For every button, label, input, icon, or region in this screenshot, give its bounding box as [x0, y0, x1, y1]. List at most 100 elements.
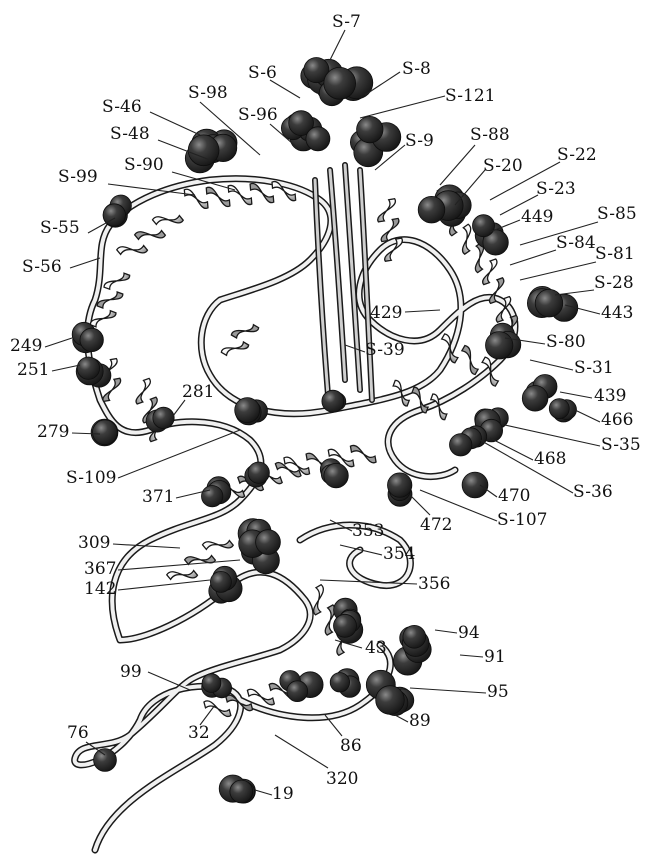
residue-sphere	[235, 398, 260, 423]
label-s6: S-6	[248, 63, 277, 83]
label-s84: S-84	[556, 233, 596, 253]
label-s80: S-80	[546, 332, 586, 352]
helix-turn	[152, 205, 183, 236]
residue-sphere	[403, 625, 426, 648]
label-n43: 43	[365, 638, 387, 658]
residue-sphere	[80, 328, 103, 351]
sphere-cluster-21	[235, 398, 268, 425]
label-s107: S-107	[497, 510, 547, 530]
residue-sphere	[549, 399, 569, 419]
label-n472: 472	[420, 515, 452, 535]
residue-sphere	[287, 681, 308, 702]
leader-n472	[410, 495, 430, 515]
sphere-cluster-10	[91, 419, 118, 446]
helix-turn	[104, 268, 130, 294]
label-n99: 99	[120, 662, 142, 682]
leader-s46	[150, 112, 200, 135]
sphere-cluster-30	[94, 749, 117, 772]
label-n466: 466	[601, 410, 633, 430]
label-s22: S-22	[557, 145, 597, 165]
label-s98: S-98	[188, 83, 228, 103]
label-s88: S-88	[470, 125, 510, 145]
helix-turn	[184, 188, 208, 211]
label-s9: S-9	[405, 131, 434, 151]
label-n142: 142	[84, 579, 116, 599]
residue-sphere	[522, 386, 548, 412]
label-n367: 367	[84, 559, 116, 579]
residue-sphere	[306, 127, 330, 151]
sphere-cluster-6	[473, 215, 509, 255]
label-s36: S-36	[573, 482, 613, 502]
label-n32: 32	[188, 723, 210, 743]
leader-s7	[330, 30, 345, 60]
label-s48: S-48	[110, 124, 150, 144]
leader-s35	[505, 425, 600, 446]
residue-sphere	[202, 486, 223, 507]
leader-n32	[200, 705, 215, 725]
sphere-cluster-19	[388, 473, 413, 506]
sphere-cluster-33	[245, 462, 270, 487]
label-n439: 439	[594, 386, 626, 406]
label-s39: S-39	[365, 340, 405, 360]
leader-n354	[340, 545, 382, 555]
residue-sphere	[202, 674, 221, 693]
residue-sphere	[462, 472, 488, 498]
label-s90: S-90	[124, 155, 164, 175]
helix-turn	[184, 545, 215, 576]
helix-turn	[228, 184, 252, 207]
label-n76: 76	[67, 723, 89, 743]
label-n281: 281	[182, 382, 214, 402]
label-n95: 95	[487, 682, 509, 702]
residue-sphere	[230, 780, 253, 803]
leader-s31	[530, 360, 573, 370]
sphere-cluster-26	[394, 625, 432, 675]
sphere-cluster-9	[76, 357, 111, 387]
label-n449: 449	[521, 207, 553, 227]
helix-14	[221, 317, 259, 362]
label-s96: S-96	[238, 105, 278, 125]
residue-sphere	[357, 116, 383, 142]
residue-sphere	[535, 289, 563, 317]
label-n354: 354	[383, 544, 415, 564]
leader-n94	[435, 630, 457, 633]
sphere-cluster-18	[462, 472, 488, 498]
residue-sphere	[188, 135, 219, 166]
sphere-cluster-1	[301, 58, 373, 106]
label-s20: S-20	[483, 156, 523, 176]
residue-sphere	[77, 357, 99, 379]
label-n249: 249	[10, 336, 42, 356]
sphere-cluster-31	[219, 775, 255, 803]
label-n279: 279	[37, 422, 69, 442]
leader-n439	[560, 392, 592, 398]
sphere-cluster-34	[330, 669, 360, 698]
leader-n91	[460, 655, 483, 657]
helix-turn	[231, 317, 259, 345]
label-s81: S-81	[595, 244, 635, 264]
label-n91: 91	[484, 647, 506, 667]
leader-n95	[410, 688, 486, 693]
sphere-cluster-15	[549, 399, 576, 422]
sphere-cluster-32	[322, 390, 346, 412]
leader-n89	[395, 715, 408, 722]
helix-turn	[134, 220, 165, 251]
residue-sphere	[210, 571, 231, 592]
label-n468: 468	[534, 449, 566, 469]
residue-sphere	[473, 215, 495, 237]
residue-sphere	[93, 420, 118, 445]
sphere-cluster-22	[202, 477, 231, 507]
leader-s81	[520, 262, 596, 280]
residue-sphere	[324, 463, 348, 487]
label-s99: S-99	[58, 167, 98, 187]
leader-s6	[270, 80, 300, 98]
residue-sphere	[388, 473, 412, 497]
leader-s28	[555, 290, 594, 295]
leader-n19	[255, 790, 272, 795]
label-n443: 443	[601, 303, 633, 323]
sphere-cluster-12	[527, 286, 577, 321]
label-n470: 470	[498, 486, 530, 506]
sphere-cluster-2	[281, 111, 330, 151]
sphere-cluster-3	[185, 129, 237, 173]
residue-sphere	[376, 686, 405, 715]
label-s23: S-23	[536, 179, 576, 199]
